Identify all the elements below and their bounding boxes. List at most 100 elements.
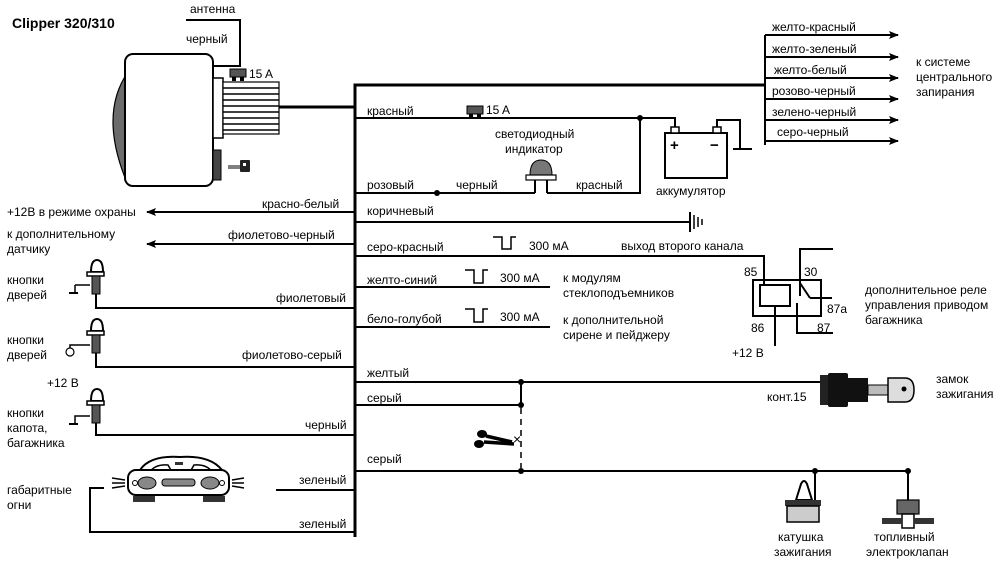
relay-pin-87a: 87a — [827, 302, 847, 316]
violet-grey-wire-label: фиолетово-серый — [242, 348, 342, 362]
violet-wire — [95, 306, 355, 309]
cl-wire-label: серо-черный — [777, 125, 849, 139]
pulse-icon — [493, 236, 516, 250]
red-white-wire-label: красно-белый — [262, 197, 339, 211]
black-wire-label: черный — [305, 418, 347, 432]
relay-desc-2: управления приводом — [865, 298, 988, 312]
violet-black-target-1: к дополнительному — [7, 227, 115, 241]
door-buttons-1-label: дверей — [7, 288, 47, 302]
main-bus — [353, 83, 765, 537]
relay-desc-1: дополнительное реле — [865, 283, 987, 297]
grey-red-target: выход второго канала — [621, 239, 744, 253]
coil-label: катушка — [778, 530, 824, 544]
battery-plus-terminal — [670, 126, 680, 134]
parking-lights-label: габаритные — [7, 483, 72, 497]
relay-supply-label: +12 В — [732, 346, 764, 360]
fuel-valve-icon — [882, 499, 934, 529]
antenna-wire-label: черный — [186, 32, 228, 46]
violet-wire-label: фиолетовый — [276, 291, 346, 305]
diagram-title: Clipper 320/310 — [12, 15, 115, 31]
violet-black-target-2: датчику — [7, 242, 50, 256]
module-body — [124, 53, 214, 187]
relay-87-wire — [796, 303, 833, 334]
battery-minus-sign: − — [710, 137, 719, 154]
door-buttons-1-label: кнопки — [7, 273, 44, 287]
power-fuse-icon — [466, 105, 484, 119]
violet-grey-wire — [95, 365, 355, 368]
junction-dot — [434, 190, 440, 196]
black-wire — [95, 432, 355, 436]
relay-pin-85: 85 — [744, 265, 758, 279]
yellow-blue-wire-label: желто-синий — [367, 273, 437, 287]
red-led-wire-label: красный — [576, 178, 623, 192]
grey-wire-2-label: серый — [367, 452, 402, 466]
ignition-lock-label: замок — [936, 372, 969, 386]
green-wire-2 — [89, 487, 355, 533]
chassis-ground-icon — [689, 212, 703, 232]
led-label-2: индикатор — [505, 142, 563, 156]
plus12-label: +12 В — [47, 376, 79, 390]
led-indicator-icon — [525, 159, 557, 193]
central-lock-bundle: желто-красный желто-зеленый желто-белый … — [764, 20, 993, 145]
contact-15-label: конт.15 — [767, 390, 807, 404]
pink-wire-label: розовый — [367, 178, 414, 192]
brown-wire-label: коричневый — [367, 204, 434, 218]
scissors-icon — [474, 430, 515, 448]
power-section: красный 15 A + − аккумулятор розовый чер… — [355, 103, 752, 198]
pulse-icon — [465, 308, 488, 323]
relay-pin-87: 87 — [817, 321, 831, 335]
grey-wire-1-label: серый — [367, 391, 402, 405]
door-buttons-2-label: кнопки — [7, 333, 44, 347]
relay-switch — [799, 280, 811, 299]
green-wire-2-label: зеленый — [299, 517, 346, 531]
black-led-wire-label: черный — [456, 178, 498, 192]
relay-desc-3: багажника — [865, 313, 923, 327]
module-fuse-label: 15 A — [249, 67, 273, 81]
car-icon — [111, 455, 245, 502]
green-wire-1-label: зеленый — [299, 473, 346, 487]
battery-icon — [664, 132, 728, 179]
power-fuse-label: 15 A — [486, 103, 510, 117]
valve-label: электроклапан — [866, 545, 949, 559]
ignition-lock-label: зажигания — [936, 387, 994, 401]
cl-target-label: запирания — [916, 85, 975, 99]
module-fuse-icon — [229, 68, 247, 81]
service-key-icon — [228, 160, 250, 172]
white-blue-target-1: к дополнительной — [563, 313, 663, 327]
antenna-label: антенна — [190, 2, 236, 16]
cl-wire-label: желто-зеленый — [772, 42, 857, 56]
battery-ground-wire — [716, 119, 741, 149]
ignition-lock-icon — [820, 373, 915, 407]
led-label-1: светодиодный — [495, 127, 574, 141]
yellow-blue-current: 300 мА — [500, 271, 540, 285]
battery-plus-wire — [640, 117, 676, 128]
relay-pin-30: 30 — [804, 265, 818, 279]
white-blue-current: 300 мА — [500, 310, 540, 324]
junction-dot — [518, 468, 524, 474]
violet-black-wire-label: фиолетово-черный — [228, 228, 335, 242]
module-service-socket — [212, 149, 222, 181]
battery-minus-terminal — [712, 126, 722, 134]
red-white-target: +12В в режиме охраны — [7, 205, 136, 219]
module-connector-base — [212, 77, 224, 139]
grey-red-wire-label: серо-красный — [367, 240, 444, 254]
hood-label: багажника — [7, 436, 65, 450]
valve-label: топливный — [874, 530, 935, 544]
cl-target-label: центрального — [916, 70, 993, 84]
door-buttons-2-label: дверей — [7, 348, 47, 362]
cl-wire-label: зелено-черный — [772, 105, 856, 119]
red-wire-label: красный — [367, 104, 414, 118]
cl-wire-label: желто-красный — [772, 20, 856, 34]
relay-pin-86: 86 — [751, 321, 765, 335]
white-blue-wire-label: бело-голубой — [367, 312, 442, 326]
module-wire-harness — [222, 81, 280, 135]
junction-dot — [518, 402, 524, 408]
cl-target-label: к системе — [916, 55, 971, 69]
white-blue-target-2: сирене и пейджеру — [563, 328, 670, 342]
cut-mark-icon: × — [513, 431, 521, 447]
yellow-wire-label: желтый — [367, 366, 409, 380]
trunk-relay: 85 30 87a 86 87 +12 В дополнительное рел… — [732, 248, 988, 360]
alarm-module: антенна черный 15 A — [112, 2, 355, 187]
junction-dot — [518, 379, 524, 385]
